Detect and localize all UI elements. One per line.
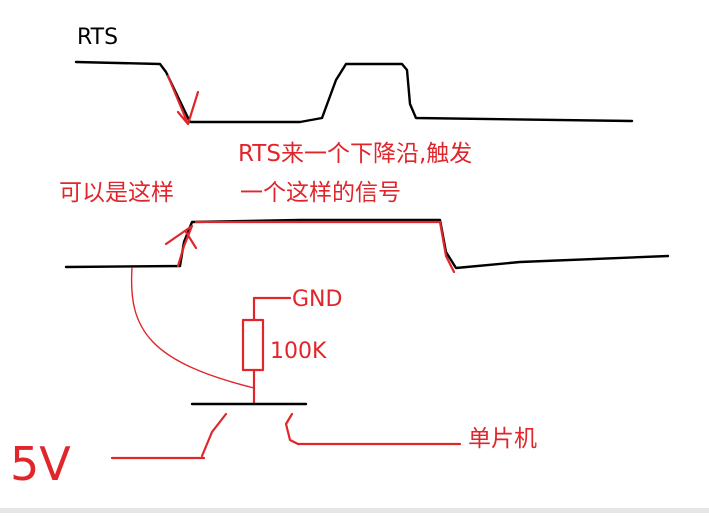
can-be-like-this-label: 可以是这样 xyxy=(59,180,174,206)
rts-waveform xyxy=(74,60,634,124)
mcu-label: 单片机 xyxy=(468,426,537,452)
transistor-right-leg xyxy=(284,412,300,446)
resistor-100k xyxy=(241,318,265,372)
resistor-value-label: 100K xyxy=(270,339,327,364)
falling-edge-arrow xyxy=(166,74,200,126)
supply-5v-label: 5V xyxy=(10,437,71,491)
rising-edge-arrow xyxy=(164,224,198,268)
trigger-text-line2: 一个这样的信号 xyxy=(240,180,401,206)
bottom-edge-bar xyxy=(0,508,709,513)
pulse-top-highlight xyxy=(194,220,456,274)
gnd-lead xyxy=(252,296,292,322)
gnd-label: GND xyxy=(292,287,342,312)
rts-label: RTS xyxy=(77,25,118,50)
connection-curve xyxy=(130,267,255,389)
transistor-left-leg xyxy=(200,412,228,458)
output-pulse-waveform xyxy=(64,218,670,270)
trigger-text-line1: RTS来一个下降沿,触发 xyxy=(238,141,472,167)
